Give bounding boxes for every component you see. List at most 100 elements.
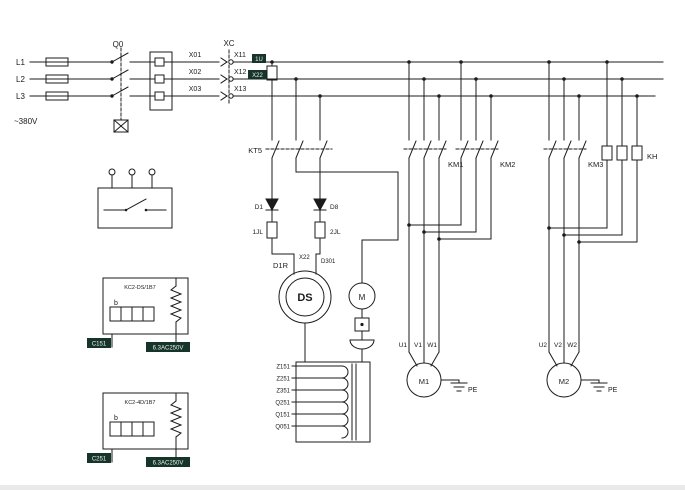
label-tap-5: Q151 bbox=[275, 413, 290, 419]
chuck-inner-circle bbox=[285, 277, 325, 317]
label-2jl: 2JL bbox=[330, 229, 341, 236]
label-x11: X11 bbox=[234, 52, 246, 59]
label-pe2: PE bbox=[608, 387, 618, 394]
label-module2-rating: 6.3AC250V bbox=[153, 461, 184, 467]
label-l1: L1 bbox=[16, 58, 25, 67]
label-tap-4: Q251 bbox=[275, 401, 290, 407]
label-q0: Q0 bbox=[113, 40, 124, 49]
tag-box-c151 bbox=[87, 338, 111, 348]
label-module2-tag: C251 bbox=[92, 457, 107, 463]
label-module1-model: KC2-DS/1B7 bbox=[124, 285, 156, 291]
label-l2: L2 bbox=[16, 75, 25, 84]
label-v2: V2 bbox=[554, 342, 562, 349]
label-km1: KM1 bbox=[448, 160, 463, 169]
label-1jl: 1JL bbox=[253, 229, 264, 236]
chuck-supply-fuse: 1U X22 bbox=[248, 54, 278, 141]
bell-icon bbox=[349, 330, 375, 363]
heater-element-icon bbox=[616, 145, 628, 161]
rc-module-1: KC2-DS/1B7 b C151 6.3AC250V bbox=[87, 277, 190, 352]
tag-box-rating2 bbox=[146, 457, 190, 467]
label-x22-b: X22 bbox=[299, 255, 310, 261]
label-d301: D301 bbox=[321, 259, 336, 265]
module1-pin-block-icon bbox=[109, 306, 155, 322]
label-km3: KM3 bbox=[588, 160, 603, 169]
chuck-ds: D1R X22 D301 DS bbox=[273, 255, 336, 363]
motor-m2: U2 V2 W2 M2 PE bbox=[539, 342, 618, 398]
label-tap-2: Z251 bbox=[276, 377, 290, 383]
bus-lines bbox=[232, 61, 664, 97]
label-kh: KH bbox=[647, 152, 657, 161]
motor-m1: U1 V1 W1 M1 PE bbox=[399, 342, 478, 398]
label-x01: X01 bbox=[189, 52, 202, 59]
label-m2: M2 bbox=[559, 377, 569, 386]
label-module2-coil: b bbox=[114, 415, 118, 422]
label-d1r: D1R bbox=[273, 261, 289, 270]
rectifier-branch: D1 1JL D8 2JL bbox=[253, 157, 341, 275]
module1-resistor-icon bbox=[169, 277, 183, 335]
label-xc: XC bbox=[223, 39, 234, 48]
tag-box-c251 bbox=[87, 453, 111, 463]
ground-pe1-icon bbox=[440, 379, 468, 392]
thermal-relay-kh: KH bbox=[548, 61, 657, 243]
release-coil-icon bbox=[113, 119, 129, 133]
diode-d1-icon bbox=[265, 198, 279, 212]
label-l3: L3 bbox=[16, 92, 25, 101]
contactor-km1: KM1 bbox=[403, 61, 463, 353]
relay-box-icon bbox=[354, 317, 370, 332]
power-input: L1 L2 L3 ~380V bbox=[14, 57, 113, 126]
fuse-2jl-icon bbox=[314, 221, 326, 239]
label-x02: X02 bbox=[189, 69, 202, 76]
ground-pe2-icon bbox=[580, 379, 608, 392]
plug-socket-icons bbox=[220, 57, 234, 101]
label-x12: X12 bbox=[234, 69, 247, 76]
label-tap-1: Z151 bbox=[276, 365, 290, 371]
label-x13: X13 bbox=[234, 86, 247, 93]
tag-box-x22 bbox=[248, 70, 267, 79]
diode-d8-icon bbox=[313, 198, 327, 212]
tag-box-1u bbox=[252, 54, 266, 63]
fuse-icon bbox=[266, 65, 278, 81]
label-v1: V1 bbox=[414, 342, 422, 349]
label-kt5: KT5 bbox=[248, 146, 262, 155]
label-tap-6: Q051 bbox=[275, 425, 290, 431]
pressure-relay-block bbox=[97, 168, 173, 229]
label-tag-1u: 1U bbox=[255, 57, 263, 63]
contactor-km3: KM3 bbox=[543, 61, 603, 353]
label-module1-tag: C151 bbox=[92, 342, 107, 348]
rc-module-2: KC2-4D/1B7 b C251 6.3AC250V bbox=[87, 392, 190, 467]
transformer-block: Z151 Z251 Z351 Q251 Q151 Q051 bbox=[275, 361, 371, 443]
line-fuse-icons bbox=[45, 57, 69, 101]
tag-box-rating1 bbox=[146, 342, 190, 352]
label-u1: U1 bbox=[399, 342, 408, 349]
connector-xc: XC X11 X12 X13 bbox=[220, 39, 247, 105]
label-pe1: PE bbox=[468, 387, 478, 394]
label-tag-x22: X22 bbox=[252, 73, 263, 79]
demag-motor: M bbox=[295, 157, 399, 363]
label-module2-model: KC2-4D/1B7 bbox=[125, 400, 156, 406]
fuse-1jl-icon bbox=[266, 221, 278, 239]
heater-element-icon bbox=[601, 145, 613, 161]
terminal-block: X01 X02 X03 bbox=[149, 51, 202, 111]
module2-resistor-icon bbox=[169, 392, 183, 450]
label-d1: D1 bbox=[255, 204, 264, 211]
label-d8: D8 bbox=[330, 204, 339, 211]
main-switch-q0: Q0 bbox=[110, 40, 220, 133]
label-u2: U2 bbox=[539, 342, 548, 349]
transformer-coil-icon bbox=[341, 363, 357, 441]
label-m: M bbox=[359, 293, 366, 302]
label-w2: W2 bbox=[567, 342, 577, 349]
label-tap-3: Z351 bbox=[276, 389, 290, 395]
heater-element-icon bbox=[631, 145, 643, 161]
label-km2: KM2 bbox=[500, 160, 515, 169]
contactor-km2: KM2 bbox=[408, 61, 515, 240]
timer-kt5-contacts: KT5 bbox=[248, 78, 333, 159]
label-m1: M1 bbox=[419, 377, 429, 386]
label-ds: DS bbox=[297, 292, 312, 304]
label-x03: X03 bbox=[189, 86, 202, 93]
label-w1: W1 bbox=[427, 342, 437, 349]
label-module1-coil: b bbox=[114, 300, 118, 307]
junction-dots bbox=[270, 60, 639, 244]
label-module1-rating: 6.3AC250V bbox=[153, 346, 184, 352]
label-voltage: ~380V bbox=[14, 117, 38, 126]
module2-pin-block-icon bbox=[109, 421, 155, 437]
